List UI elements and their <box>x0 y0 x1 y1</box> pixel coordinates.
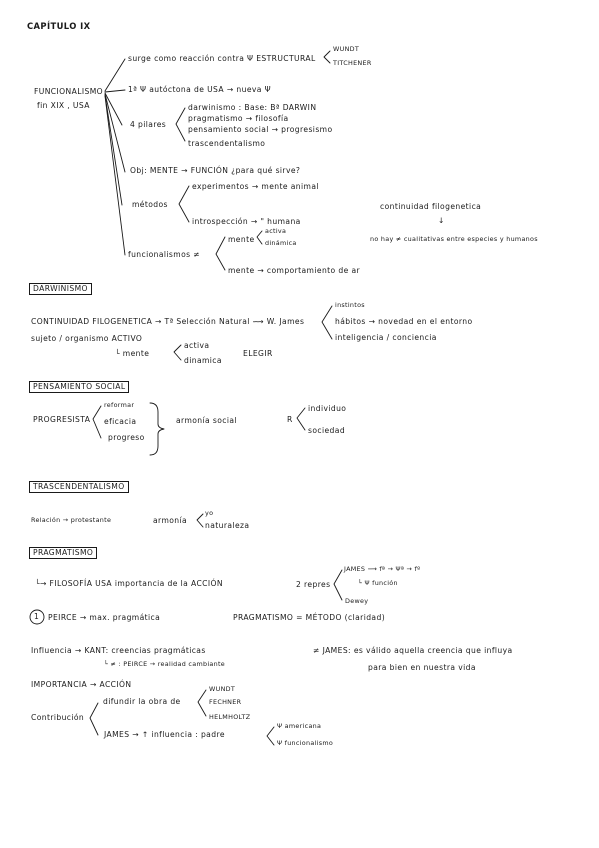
padre-funcionalismo: Ψ funcionalismo <box>277 739 334 747</box>
peirce-text: PEIRCE → max. pragmática <box>48 613 161 622</box>
name-fechner: FECHNER <box>209 698 242 706</box>
estructural-text: Ψ ESTRUCTURAL <box>247 54 316 63</box>
mente-activa: activa <box>265 227 287 235</box>
metodo-experimentos: experimentos → mente animal <box>192 182 319 191</box>
page-title: CAPÍTULO IX <box>27 21 91 31</box>
darwinismo-line2: sujeto / organismo ACTIVO <box>31 334 143 343</box>
james-influencia: JAMES → ↑ influencia : padre <box>104 730 225 739</box>
obj-text: Obj: MENTE → FUNCIÓN ¿para qué sirve? <box>130 166 301 175</box>
pilares-label: 4 pilares <box>130 120 167 129</box>
james-vida: para bien en nuestra vida <box>368 663 476 672</box>
armonia-social: armonía social <box>176 416 237 425</box>
name-helmholtz: HELMHOLTZ <box>209 713 251 721</box>
trait-habitos: hábitos → novedad en el entorno <box>335 317 473 326</box>
darwinismo-mente: └ mente <box>115 349 150 358</box>
name-titchener: TITCHENER <box>333 59 372 67</box>
influencia-kant: Influencia → KANT: creencias pragmáticas <box>31 646 206 655</box>
continuidad-text: continuidad filogenetica <box>380 202 482 211</box>
trait-instintos: instintos <box>335 301 365 309</box>
metodos-label: métodos <box>132 200 168 209</box>
pilar-pensamiento: pensamiento social → progresismo <box>188 125 333 134</box>
trasc-armonia: armonía <box>153 516 188 525</box>
surge-text: surge como reacción contra <box>128 54 245 63</box>
item-progreso: progreso <box>108 433 145 442</box>
relacion-text: Relación → protestante <box>31 516 112 524</box>
item-eficacia: eficacia <box>104 417 137 426</box>
name-wundt-2: WUNDT <box>209 685 236 693</box>
influencia-peirce: └ ≠ : PEIRCE → realidad cambiante <box>104 660 226 668</box>
funcionalismo-label: FUNCIONALISMO <box>34 87 104 96</box>
darwinismo-dinamica: dinamica <box>184 356 222 365</box>
name-wundt: WUNDT <box>333 45 360 53</box>
trascendentalismo-heading: TRASCENDENTALISMO <box>29 481 129 494</box>
pragmatismo-metodo: PRAGMATISMO = MÉTODO (claridad) <box>233 613 386 622</box>
pensamiento-heading: PENSAMIENTO SOCIAL <box>29 381 130 394</box>
padre-americana: Ψ americana <box>277 722 322 730</box>
filosofia-usa: └→ FILOSOFÍA USA importancia de la ACCIÓ… <box>35 579 223 588</box>
item-reformar: reformar <box>104 401 135 409</box>
r-sociedad: sociedad <box>308 426 346 435</box>
pilar-darwinismo: darwinismo : Base: Bª DARWIN <box>188 103 317 112</box>
darwinismo-line1: CONTINUIDAD FILOGENETICA → Tª Selección … <box>31 317 305 326</box>
difundir-text: difundir la obra de <box>103 697 181 706</box>
mente-dinamica: dinámica <box>265 239 297 247</box>
funcionalismo-sub: fin XIX , USA <box>37 101 90 110</box>
pilar-pragmatismo: pragmatismo → filosofía <box>188 114 289 123</box>
elegir-text: ELEGIR <box>243 349 273 358</box>
autoctona-text: 1ª Ψ autóctona de USA → nueva Ψ <box>128 85 272 94</box>
darwinismo-activa: activa <box>184 341 210 350</box>
trasc-naturaleza: naturaleza <box>205 521 250 530</box>
funcionalismos-text: funcionalismos ≠ <box>128 250 201 259</box>
pragmatismo-heading: PRAGMATISMO <box>29 547 98 560</box>
no-hay-text: no hay ≠ cualitativas entre especies y h… <box>370 235 538 243</box>
importancia-accion: IMPORTANCIA → ACCIÓN <box>31 680 132 689</box>
trait-inteligencia: inteligencia / conciencia <box>335 333 437 342</box>
darwinismo-heading: DARWINISMO <box>29 283 92 296</box>
pilar-trascendentalismo: trascendentalismo <box>188 139 266 148</box>
repres-label: 2 repres <box>296 580 331 589</box>
r-individuo: individuo <box>308 404 347 413</box>
james-repres: JAMES ⟿ fª → Ψª → fº <box>344 565 421 573</box>
contribucion-label: Contribución <box>31 713 85 722</box>
mente-label: mente <box>228 235 255 244</box>
james-funcion: └ Ψ función <box>358 579 398 587</box>
dewey-label: Dewey <box>345 597 369 605</box>
r-label: R <box>287 415 293 424</box>
arrow-down-icon: ↓ <box>438 216 445 225</box>
mente-comportamiento: mente → comportamiento de ar <box>228 266 361 275</box>
metodo-introspeccion: introspección → " humana <box>192 217 301 226</box>
progresista-label: PROGRESISTA <box>33 415 91 424</box>
james-creencia: ≠ JAMES: es válido aquella creencia que … <box>313 646 513 655</box>
trasc-yo: yo <box>205 509 214 517</box>
circle-number: 1 <box>34 612 40 621</box>
